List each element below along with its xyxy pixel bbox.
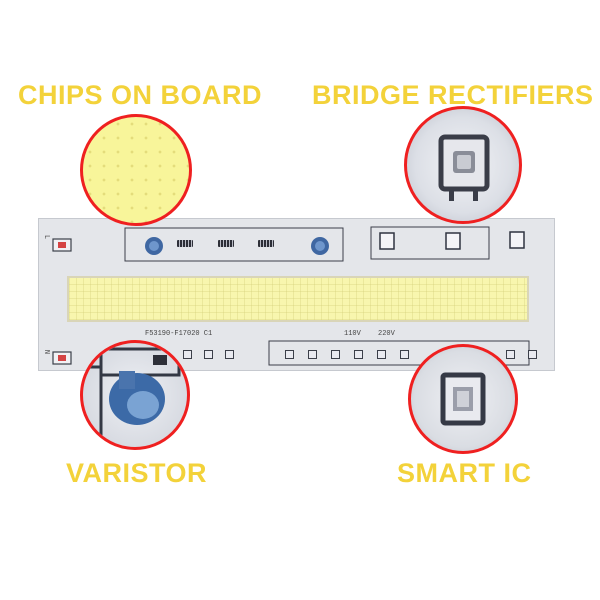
smd-resistor [218,240,234,247]
pin-l-marking: L [42,234,51,240]
smd-resistor [258,240,274,247]
smart-ic-pad [204,350,213,359]
input-pad-bottom [52,351,72,365]
varistor-label: VARISTOR [66,458,208,488]
smart-ic-pad [308,350,317,359]
voltage-110-text: 110V [344,330,361,338]
bridge-rectifier-chip-icon [438,134,490,201]
cob-led-array [67,276,529,322]
chips-on-board-zoom [80,114,192,226]
bridge-rectifiers-label: BRIDGE RECTIFIERS [312,80,594,110]
input-pad-top [52,238,72,252]
varistor-zoom [80,340,190,450]
smart-ic-pad [354,350,363,359]
voltage-220-text: 220V [378,330,395,338]
smart-ic-pad [285,350,294,359]
rectifier-area [370,226,490,260]
bridge-rectifier-zoom [404,106,522,224]
pin-n-marking: N [42,349,51,355]
smart-ic-chip-icon [440,372,486,426]
smart-ic-pad [506,350,515,359]
top-component-strip [124,227,344,262]
smart-ic-pad [528,350,537,359]
rectifier-pad [509,231,525,249]
smart-ic-pad [183,350,192,359]
smart-ic-zoom [408,344,518,454]
part-number-text: F53190-F17020 C1 [145,330,213,338]
varistor-icon [83,347,181,447]
smart-ic-pad [225,350,234,359]
chips-on-board-label: CHIPS ON BOARD [18,80,263,110]
smart-ic-pad [331,350,340,359]
smart-ic-pad [377,350,386,359]
smd-resistor [177,240,193,247]
smart-ic-pad [400,350,409,359]
smart-ic-label: SMART IC [397,458,532,488]
